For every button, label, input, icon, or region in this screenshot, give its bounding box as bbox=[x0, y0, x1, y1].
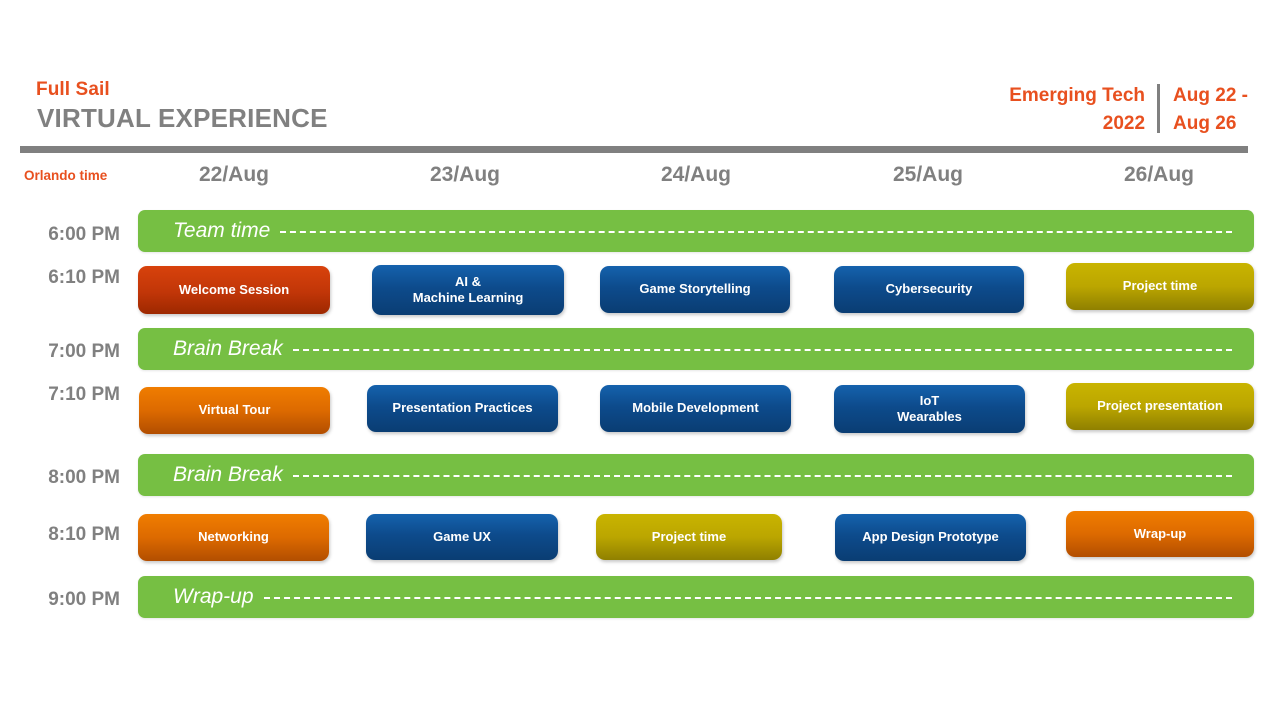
event-block: Emerging Tech 2022 Aug 22 - Aug 26 bbox=[1009, 82, 1248, 137]
session-title: App Design Prototype bbox=[862, 529, 999, 545]
session-card-wrap-up[interactable]: Wrap-up bbox=[1066, 511, 1254, 557]
session-card-project-presentation[interactable]: Project presentation bbox=[1066, 383, 1254, 430]
break-bar-brain-break-2[interactable]: Brain Break bbox=[138, 454, 1254, 496]
session-title: IoT Wearables bbox=[897, 393, 962, 426]
timezone-label: Orlando time bbox=[24, 168, 108, 183]
session-title: Game Storytelling bbox=[639, 281, 751, 297]
brand-name: Full Sail bbox=[36, 79, 110, 100]
header-divider bbox=[1157, 84, 1161, 134]
dashed-rule bbox=[263, 597, 1232, 599]
event-dates-line1: Aug 22 - bbox=[1173, 85, 1248, 106]
event-dates: Aug 22 - Aug 26 bbox=[1160, 82, 1248, 137]
day-header-23aug: 23/Aug bbox=[429, 163, 500, 186]
time-label-800pm: 8:00 PM bbox=[48, 467, 120, 488]
session-title: Presentation Practices bbox=[392, 400, 533, 416]
session-title-line2: Wearables bbox=[897, 409, 962, 424]
session-card-virtual-tour[interactable]: Virtual Tour bbox=[139, 387, 330, 434]
session-title: Game UX bbox=[433, 528, 491, 544]
event-name: Emerging Tech 2022 bbox=[1009, 82, 1157, 137]
session-title: Project time bbox=[1122, 278, 1198, 294]
session-title-line1: IoT bbox=[919, 392, 940, 408]
page-title: VIRTUAL EXPERIENCE bbox=[37, 102, 328, 133]
dashed-rule bbox=[292, 349, 1232, 351]
day-header-22aug: 22/Aug bbox=[198, 163, 269, 186]
event-name-line2: 2022 bbox=[1102, 112, 1146, 134]
session-card-cybersecurity[interactable]: Cybersecurity bbox=[834, 266, 1024, 313]
dashed-rule bbox=[292, 475, 1232, 477]
session-card-presentation-practices[interactable]: Presentation Practices bbox=[367, 385, 558, 432]
break-bar-team-time[interactable]: Team time bbox=[138, 210, 1254, 252]
time-label-600pm: 6:00 PM bbox=[48, 224, 120, 245]
session-title: Virtual Tour bbox=[198, 402, 271, 418]
session-card-game-ux[interactable]: Game UX bbox=[366, 514, 558, 560]
break-label-team-time: Team time bbox=[173, 219, 271, 242]
session-title: Wrap-up bbox=[1133, 525, 1187, 541]
session-card-project-time-row1[interactable]: Project time bbox=[1066, 263, 1254, 310]
time-label-810pm: 8:10 PM bbox=[48, 524, 120, 545]
break-label-brain-break-2: Brain Break bbox=[173, 463, 283, 486]
dashed-rule bbox=[280, 231, 1232, 233]
session-title: Networking bbox=[198, 529, 269, 545]
time-label-900pm: 9:00 PM bbox=[48, 589, 120, 610]
session-title: AI & Machine Learning bbox=[413, 274, 524, 307]
session-title-line1: AI & bbox=[455, 273, 481, 289]
day-header-25aug: 25/Aug bbox=[892, 163, 963, 186]
session-card-welcome-session[interactable]: Welcome Session bbox=[138, 266, 330, 314]
session-card-game-storytelling[interactable]: Game Storytelling bbox=[600, 266, 790, 313]
session-title-line2: Machine Learning bbox=[412, 290, 524, 305]
brand-block: Full Sail VIRTUAL EXPERIENCE bbox=[36, 79, 328, 134]
session-title: Mobile Development bbox=[632, 400, 759, 416]
session-title: Welcome Session bbox=[178, 281, 290, 297]
break-label-wrap-up: Wrap-up bbox=[173, 585, 254, 608]
time-label-710pm: 7:10 PM bbox=[48, 384, 120, 405]
time-label-610pm: 6:10 PM bbox=[48, 267, 120, 288]
time-label-700pm: 7:00 PM bbox=[48, 341, 120, 362]
session-title: Project time bbox=[651, 528, 727, 544]
event-name-line1: Emerging Tech bbox=[1009, 85, 1146, 106]
session-card-ai-machine-learning[interactable]: AI & Machine Learning bbox=[372, 265, 564, 315]
break-bar-brain-break-1[interactable]: Brain Break bbox=[138, 328, 1254, 370]
session-card-mobile-development[interactable]: Mobile Development bbox=[600, 385, 791, 432]
break-bar-wrap-up[interactable]: Wrap-up bbox=[138, 576, 1254, 618]
event-dates-line2: Aug 26 bbox=[1173, 112, 1237, 134]
session-card-app-design-prototype[interactable]: App Design Prototype bbox=[835, 514, 1026, 561]
break-label-brain-break-1: Brain Break bbox=[173, 337, 283, 360]
session-title: Cybersecurity bbox=[885, 281, 973, 297]
day-header-24aug: 24/Aug bbox=[660, 163, 731, 186]
session-card-iot-wearables[interactable]: IoT Wearables bbox=[834, 385, 1025, 433]
day-header-26aug: 26/Aug bbox=[1123, 163, 1194, 186]
session-card-project-time-row3[interactable]: Project time bbox=[596, 514, 782, 560]
session-card-networking[interactable]: Networking bbox=[138, 514, 329, 561]
header-rule bbox=[20, 146, 1248, 153]
session-title: Project presentation bbox=[1097, 398, 1223, 414]
